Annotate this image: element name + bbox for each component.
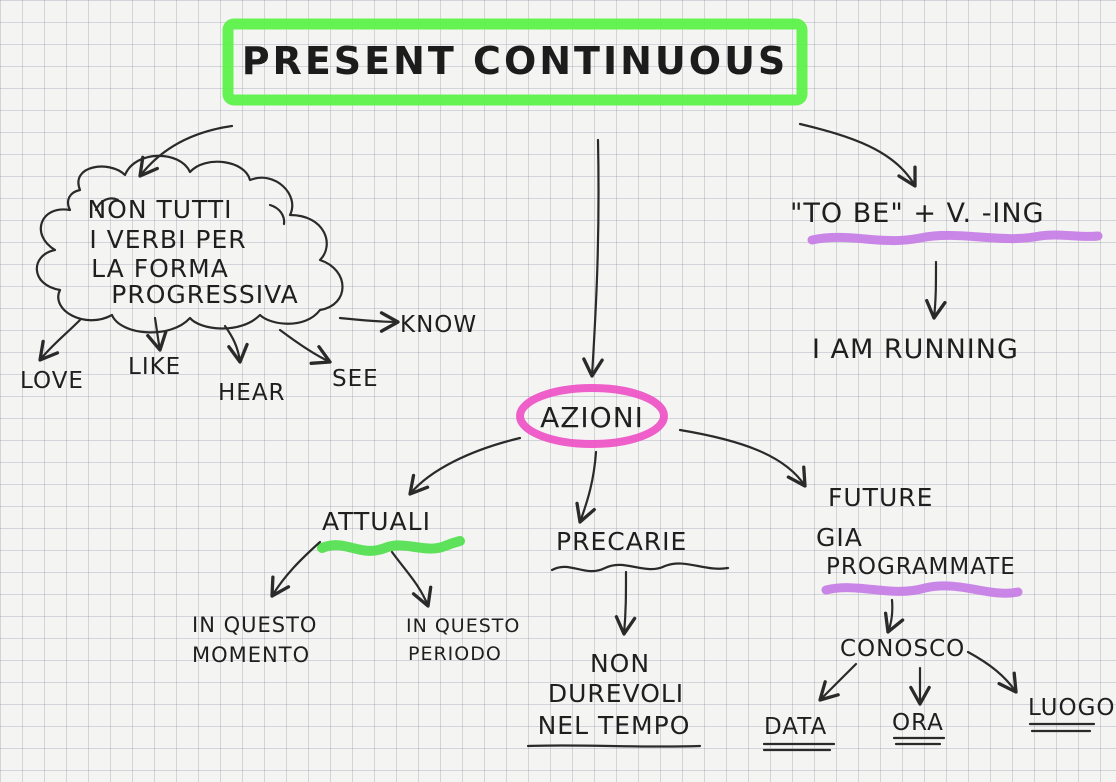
arrow-cloud-to-love <box>38 318 82 362</box>
arrow-azioni-to-attuali <box>408 436 522 496</box>
arrow-attuali-to-left <box>270 540 322 598</box>
formula-text: "TO BE" + V. -ING <box>790 198 1045 229</box>
cloud-shape <box>35 154 344 334</box>
arrow-attuali-to-right <box>390 550 433 608</box>
cloud-line-3: LA FORMA <box>91 254 229 283</box>
attuali-left-2: MOMENTO <box>192 643 310 667</box>
azioni-label: AZIONI <box>540 401 644 434</box>
azioni-ring <box>516 384 668 448</box>
arrow-conosco-to-luogo <box>966 650 1018 694</box>
future-underline <box>821 581 1023 598</box>
verb-see: SEE <box>332 366 379 392</box>
verb-know: KNOW <box>400 312 477 338</box>
verb-love: LOVE <box>20 368 84 394</box>
connector-arrows <box>38 122 1018 706</box>
ora-underline <box>892 736 946 746</box>
precarie-detail-underline <box>526 744 702 748</box>
future-label-3: PROGRAMMATE <box>826 554 1016 580</box>
precarie-detail-1: NON <box>590 649 650 678</box>
precarie-underline <box>550 562 730 573</box>
arrow-formula-to-example <box>925 260 947 320</box>
arrow-cloud-to-see <box>278 328 332 365</box>
attuali-label: ATTUALI <box>322 507 431 536</box>
cloud-line-2: I VERBI PER <box>89 225 246 254</box>
attuali-right-1: IN QUESTO <box>406 615 520 637</box>
conosco-label: CONOSCO <box>840 636 965 662</box>
cloud-line-1: NON TUTTI <box>87 195 232 224</box>
precarie-label: PRECARIE <box>556 527 687 556</box>
arrow-azioni-to-future <box>678 428 807 488</box>
formula-example: I AM RUNNING <box>812 334 1019 365</box>
precarie-detail-2: DUREVOLI <box>548 679 684 708</box>
arrow-future-to-conosco <box>883 598 905 634</box>
arrow-title-to-cloud <box>138 124 234 178</box>
verb-like: LIKE <box>128 354 181 380</box>
attuali-right-2: PERIODO <box>408 643 502 665</box>
attuali-underline <box>317 536 465 556</box>
future-item-ora: ORA <box>892 710 944 736</box>
arrow-cloud-to-know <box>338 311 400 333</box>
future-item-luogo: LUOGO <box>1028 695 1116 721</box>
verb-hear: HEAR <box>218 380 286 406</box>
attuali-left-1: IN QUESTO <box>192 613 317 637</box>
future-label-1: FUTURE <box>828 483 933 512</box>
arrow-title-to-formula <box>798 122 917 188</box>
formula-underline <box>807 230 1103 246</box>
data-underline <box>762 742 836 752</box>
luogo-underline <box>1028 722 1096 733</box>
precarie-detail-3: NEL TEMPO <box>538 711 691 740</box>
arrow-cloud-to-like <box>146 316 168 352</box>
title-frame <box>222 18 808 106</box>
arrow-conosco-to-data <box>818 662 858 702</box>
future-item-data: DATA <box>764 714 827 740</box>
arrow-title-to-azioni <box>582 138 604 378</box>
arrow-precarie-to-detail <box>614 570 637 636</box>
future-label-2: GIA <box>816 523 863 552</box>
arrow-azioni-to-precarie <box>575 450 598 524</box>
page-title: PRESENT CONTINUOUS <box>242 39 789 83</box>
cloud-line-4: PROGRESSIVA <box>111 280 298 309</box>
arrow-cloud-to-hear <box>223 324 249 364</box>
